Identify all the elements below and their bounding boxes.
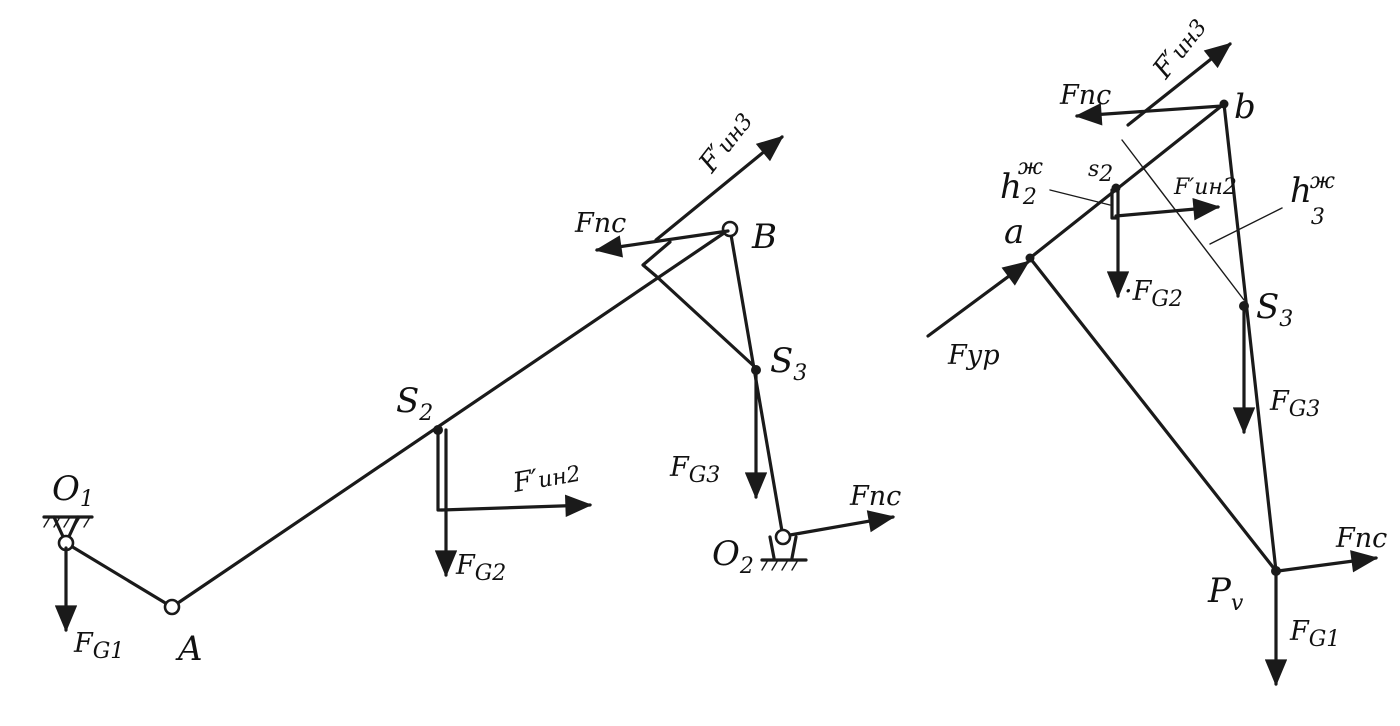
label-fin3: F′ин3 (692, 106, 759, 179)
point-s3 (751, 365, 761, 375)
support-o2 (760, 535, 808, 571)
h2-leader (1049, 189, 1111, 206)
force-fpc-b-arrow (594, 229, 730, 258)
label-plan-b: b (1234, 87, 1256, 127)
label-plan-fg2: ·FG2 (1124, 276, 1183, 312)
plan-fyp-arrow (926, 260, 1030, 338)
force-fpc-o2-arrow (788, 510, 896, 537)
label-s2: S2 (396, 381, 433, 426)
label-plan-fg1: FG1 (1289, 616, 1340, 652)
label-o1: O1 (52, 469, 94, 512)
plan-fpc-p-arrow (1276, 550, 1379, 573)
force-fin2-arrow (440, 494, 593, 518)
plan-line-b-pv (1222, 102, 1278, 573)
label-fin2: F′ин2 (510, 457, 583, 499)
label-b: B (751, 217, 777, 257)
label-plan-s2: s2 (1088, 157, 1113, 187)
coupler-a-b (170, 227, 732, 609)
crank-o1-a (64, 541, 174, 609)
label-plan-a: a (1004, 212, 1024, 252)
label-fg1: FG1 (73, 628, 124, 664)
plan-s2-bracket (1110, 188, 1118, 220)
plan-fin2-arrow (1114, 198, 1221, 221)
perpendicular-construction (641, 240, 758, 370)
label-plan-pv: Pv (1207, 571, 1244, 616)
label-fpc-o2: Fпс (849, 481, 901, 512)
point-s3 (1239, 301, 1249, 311)
force-fin3-arrow (654, 135, 784, 242)
label-fg2: FG2 (455, 550, 506, 586)
label-a: A (175, 629, 203, 669)
joint-o2 (774, 528, 792, 546)
joint-b (721, 220, 739, 238)
label-plan-fyp: Fур (947, 340, 1000, 371)
plan-line-a-b (1028, 102, 1226, 260)
plan-fpc-b-arrow (1074, 103, 1224, 126)
point-a (1025, 253, 1035, 263)
point-pv (1271, 566, 1281, 576)
label-s3: S3 (770, 341, 807, 386)
s2-bracket (436, 428, 444, 512)
label-plan-s3: S3 (1256, 287, 1293, 332)
left-mechanism: O1 A S2 B S3 O2 FG1 FG2 FG3 F′ин2 F′ин3 … (42, 106, 901, 669)
joint-a (163, 598, 181, 616)
label-plan-fin2: F′ин2 (1173, 175, 1237, 200)
label-fpc-b: Fпс (574, 208, 626, 239)
label-plan-fin3: F′ин3 (1146, 12, 1213, 85)
label-plan-fpc-b: Fпс (1059, 80, 1111, 111)
plan-line-a-pv (1028, 256, 1278, 573)
plan-arm-line (1121, 139, 1245, 301)
label-plan-fpc-p: Fпс (1335, 523, 1387, 554)
label-fg3: FG3 (669, 452, 720, 488)
label-plan-fg3: FG3 (1269, 386, 1320, 422)
h3-leader (1209, 207, 1283, 245)
label-o2: O2 (712, 534, 754, 579)
